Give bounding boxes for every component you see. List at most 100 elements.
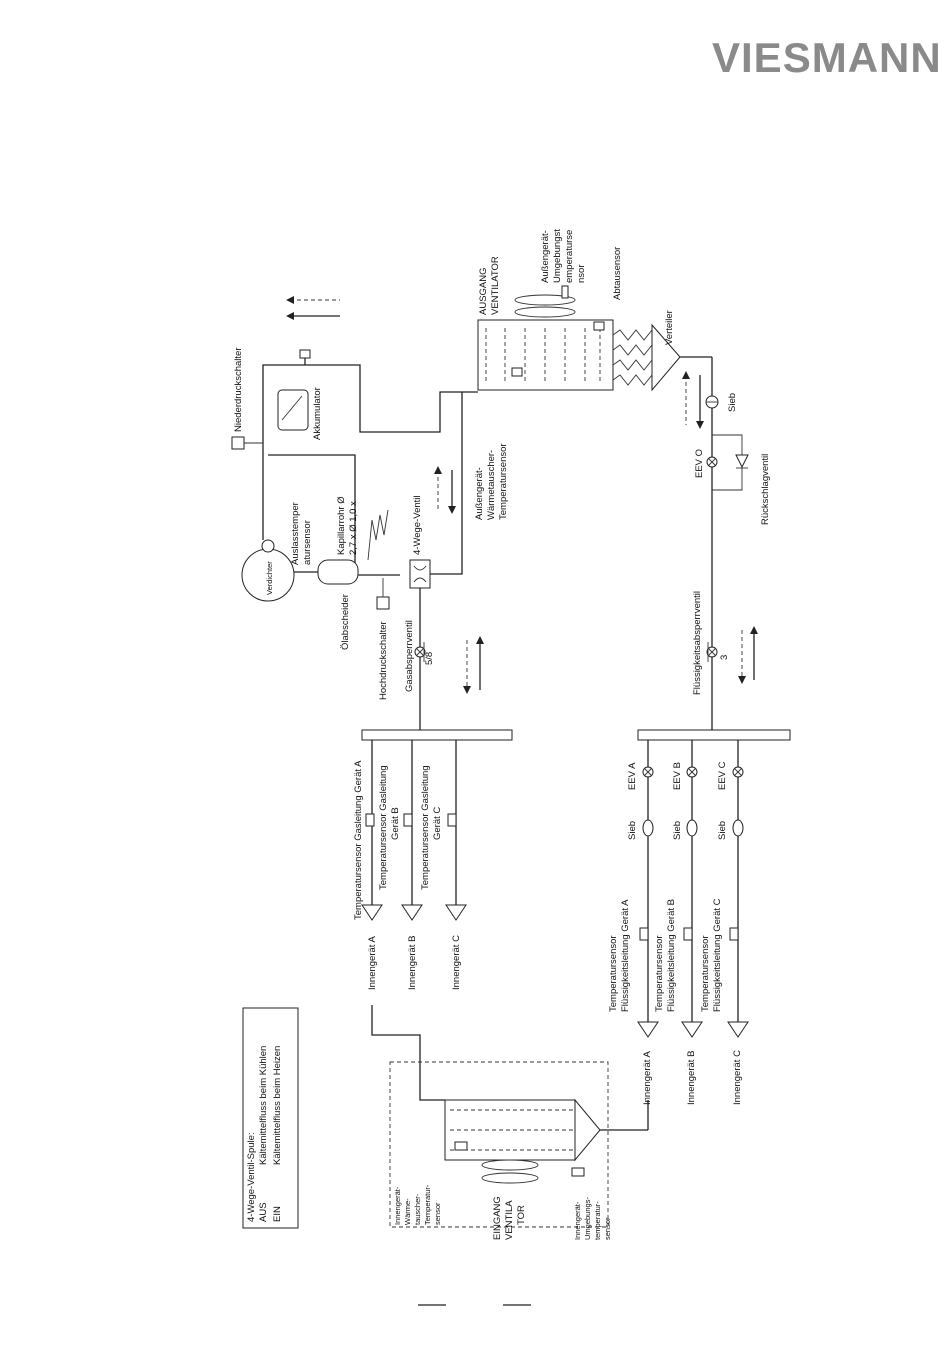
label-innen-b-liq: Innengerät B: [686, 1051, 697, 1105]
label-oelabscheider: Ölabscheider: [340, 594, 351, 650]
gas-sensor-c-icon: [447, 813, 457, 827]
label-auslasstemp-2: atursensor: [302, 520, 313, 565]
label-akkumulator: Akkumulator: [312, 387, 323, 440]
label-eingang-2: VENTILA: [504, 1200, 515, 1240]
label-gas-sensor-b-2: Gerät B: [390, 807, 401, 840]
label-eingang-3: TOR: [516, 1205, 527, 1225]
verteiler-icon: [651, 323, 681, 392]
label-aussen-umg-1: Außengerät-: [540, 230, 551, 283]
label-innen-c-liq: Innengerät C: [732, 1050, 743, 1105]
akkumulator-icon: [277, 389, 309, 431]
label-aussen-umg-4: nsor: [576, 265, 587, 283]
outdoor-liquid-line: [682, 357, 758, 735]
label-gasabsperrventil: Gasabsperrventil: [404, 620, 415, 692]
label-liq-sensor-a-2: Flüssigkeitsleitung Gerät A: [620, 899, 631, 1012]
gas-header-bar: [361, 729, 513, 741]
eingang-fan-icon: [481, 1159, 539, 1171]
outdoor-piping: [231, 349, 484, 735]
oelabscheider-icon: [317, 559, 359, 585]
gas-sensor-a-icon: [365, 813, 375, 827]
ausgang-fan-icon: [514, 294, 576, 306]
label-ausgang-2: VENTILATOR: [490, 256, 501, 315]
label-rueckschlag: Rückschlagventil: [760, 454, 771, 525]
innen-umg-sensor-icon: [571, 1167, 585, 1177]
label-aussen-wt-3: Temperatursensor: [498, 443, 509, 520]
legend-aus-desc: Kältemittelfluss beim Kühlen: [258, 1046, 269, 1165]
gas-header: [361, 729, 513, 921]
niederdruck-box-icon: [231, 436, 245, 450]
label-gas-size: 5/8: [424, 652, 435, 665]
label-aussen-umg-3: emperaturse: [564, 230, 575, 283]
sieb-a-icon: [642, 819, 654, 837]
label-innen-c-gas: Innengerät C: [451, 935, 462, 990]
liq-sensor-c-icon: [729, 927, 739, 941]
label-innen-wt-3: tauscher-: [413, 1193, 422, 1225]
innen-b-gas-icon: [401, 904, 423, 921]
label-liq-sensor-c-2: Flüssigkeitsleitung Gerät C: [712, 898, 723, 1012]
flow-arrows-top: [286, 296, 340, 320]
label-innen-umg-4: sensor: [603, 1217, 612, 1240]
label-innen-umg-3: temperatur-: [593, 1201, 602, 1240]
innen-c-liq-icon: [727, 1021, 749, 1038]
label-gas-sensor-a: Temperatursensor Gasleitung Gerät A: [353, 760, 364, 920]
sieb-b-icon: [686, 819, 698, 837]
legend-aus: AUS: [258, 1202, 269, 1222]
label-verdichter: Verdichter: [265, 561, 274, 595]
label-eev-a: EEV A: [627, 762, 638, 790]
niederdruckschalter-icon: [299, 349, 311, 359]
legend-ein-desc: Kältemittelfluss beim Heizen: [272, 1046, 283, 1165]
innen-b-liq-icon: [681, 1021, 703, 1038]
label-liq-sensor-b-2: Flüssigkeitsleitung Gerät B: [666, 899, 677, 1012]
label-ausgang-1: AUSGANG: [478, 267, 489, 315]
label-eingang-1: EINGANG: [492, 1196, 503, 1240]
innen-c-gas-icon: [445, 904, 467, 921]
label-innen-b-gas: Innengerät B: [407, 936, 418, 990]
outdoor-hx-box: [477, 319, 614, 391]
logo-text: VIESMANN: [712, 34, 942, 81]
label-innen-a-liq: Innengerät A: [642, 1050, 653, 1105]
label-gas-sensor-c-2: Gerät C: [432, 807, 443, 840]
label-liq-sensor-a-1: Temperatursensor: [608, 935, 619, 1012]
innen-a-gas-icon: [361, 904, 383, 921]
liquid-header-bar: [637, 729, 791, 741]
label-aussen-wt-1: Außengerät-: [474, 467, 485, 520]
vierwege-ventil-icon: [409, 559, 431, 589]
label-innen-wt-5: sensor: [433, 1202, 442, 1225]
gas-sensor-b-icon: [403, 813, 413, 827]
sieb-c-icon: [732, 819, 744, 837]
label-sieb: Sieb: [727, 393, 738, 412]
label-kapillar-2: 2,7 x Ø 1,0 x: [348, 501, 359, 555]
indoor-unit-boundary: [389, 1061, 609, 1228]
label-sieb-c: Sieb: [717, 821, 728, 840]
label-eev-o: EEV O: [694, 449, 705, 478]
liq-sensor-b-icon: [683, 927, 693, 941]
label-fluessig-size: 3: [719, 655, 730, 660]
label-innen-wt-4: Temperatur-: [423, 1184, 432, 1225]
label-niederdruckschalter: Niederdruckschalter: [233, 348, 244, 432]
label-innen-umg-1: Innengerät-: [573, 1201, 582, 1240]
hochdruckschalter-icon: [376, 596, 390, 610]
label-liq-sensor-b-1: Temperatursensor: [654, 935, 665, 1012]
liquid-header: [637, 729, 791, 1038]
label-gas-sensor-c-1: Temperatursensor Gasleitung: [420, 765, 431, 890]
label-eev-c: EEV C: [717, 761, 728, 790]
viessmann-logo: VIESMANN: [712, 34, 942, 81]
label-sieb-a: Sieb: [627, 821, 638, 840]
label-innen-wt-2: Wärme-: [403, 1198, 412, 1225]
label-hochdruckschalter: Hochdruckschalter: [378, 621, 389, 700]
label-aussen-umg-2: Umgebungst: [552, 229, 563, 283]
legend-title: 4-Wege-Ventil-Spule:: [246, 1132, 257, 1222]
label-liq-sensor-c-1: Temperatursensor: [700, 935, 711, 1012]
label-eev-b: EEV B: [672, 762, 683, 790]
legend-box: [242, 1007, 299, 1229]
label-auslasstemp-1: Auslasstemper: [290, 502, 301, 565]
legend: [242, 1007, 299, 1229]
label-aussen-wt-2: Wärmetauscher-: [486, 450, 497, 520]
aussen-umg-sensor-icon: [561, 285, 569, 299]
indoor-unit: [371, 1005, 649, 1228]
label-innen-a-gas: Innengerät A: [367, 935, 378, 990]
innen-wt-sensor-icon: [454, 1141, 468, 1151]
label-sieb-b: Sieb: [672, 821, 683, 840]
